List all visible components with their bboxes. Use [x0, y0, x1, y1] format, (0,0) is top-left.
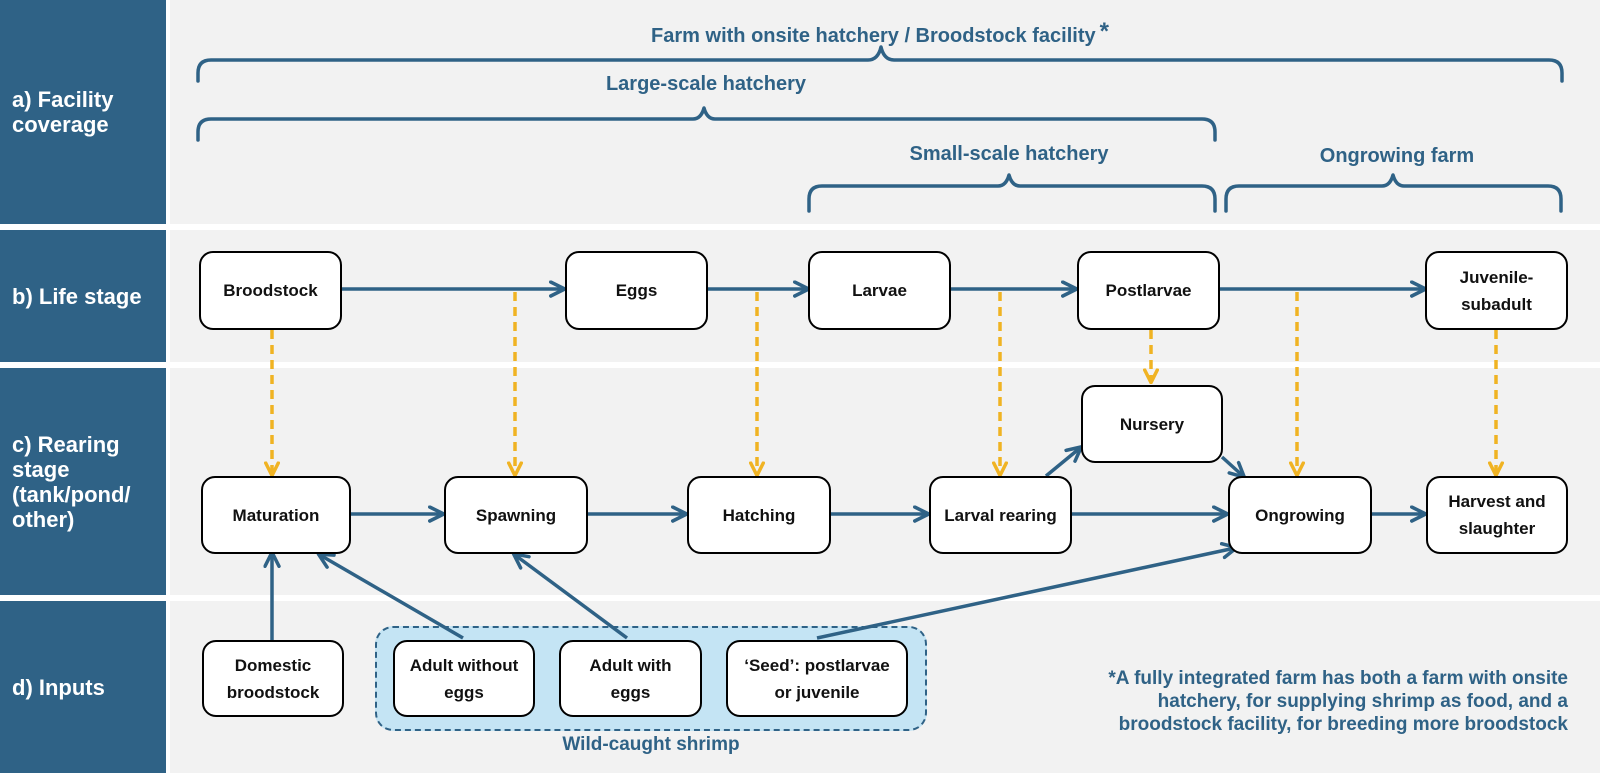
- node-eggs: Eggs: [565, 251, 708, 330]
- node-nursery: Nursery: [1081, 385, 1223, 463]
- coverage-label-small-scale: Small-scale hatchery: [909, 143, 1109, 165]
- coverage-label-farm-broodstock: Farm with onsite hatchery / Broodstock f…: [651, 18, 1109, 48]
- wild-caught-label: Wild-caught shrimp: [562, 734, 740, 755]
- node-maturation: Maturation: [201, 476, 351, 554]
- node-broodstock: Broodstock: [199, 251, 342, 330]
- brace-ongrowing-farm: [1224, 173, 1563, 213]
- node-adult-with-eggs: Adult with eggs: [559, 640, 702, 717]
- brace-small-scale-hatchery: [807, 173, 1217, 213]
- coverage-label-large-scale: Large-scale hatchery: [605, 73, 807, 95]
- node-ongrowing: Ongrowing: [1228, 476, 1372, 554]
- row-label-life-stage: b) Life stage: [0, 230, 166, 362]
- row-label-facility-coverage: a) Facility coverage: [0, 0, 166, 224]
- brace-farm-broodstock: [196, 45, 1564, 83]
- node-juvenile-subadult: Juvenile- subadult: [1425, 251, 1568, 330]
- node-seed: ‘Seed’: postlarvae or juvenile: [726, 640, 908, 717]
- node-larval-rearing: Larval rearing: [929, 476, 1072, 554]
- row-label-inputs: d) Inputs: [0, 601, 166, 773]
- coverage-asterisk: *: [1099, 18, 1109, 45]
- node-adult-without-eggs: Adult without eggs: [393, 640, 535, 717]
- coverage-label-ongrowing-farm: Ongrowing farm: [1319, 145, 1475, 167]
- coverage-label-farm-broodstock-text: Farm with onsite hatchery / Broodstock f…: [651, 25, 1096, 47]
- node-larvae: Larvae: [808, 251, 951, 330]
- node-hatching: Hatching: [687, 476, 831, 554]
- footnote: *A fully integrated farm has both a farm…: [1108, 668, 1568, 735]
- node-harvest-and-slaughter: Harvest and slaughter: [1426, 476, 1568, 554]
- row-label-rearing-stage: c) Rearing stage (tank/pond/ other): [0, 368, 166, 595]
- node-domestic-broodstock: Domestic broodstock: [202, 640, 344, 717]
- node-spawning: Spawning: [444, 476, 588, 554]
- brace-large-scale-hatchery: [196, 106, 1217, 142]
- node-postlarvae: Postlarvae: [1077, 251, 1220, 330]
